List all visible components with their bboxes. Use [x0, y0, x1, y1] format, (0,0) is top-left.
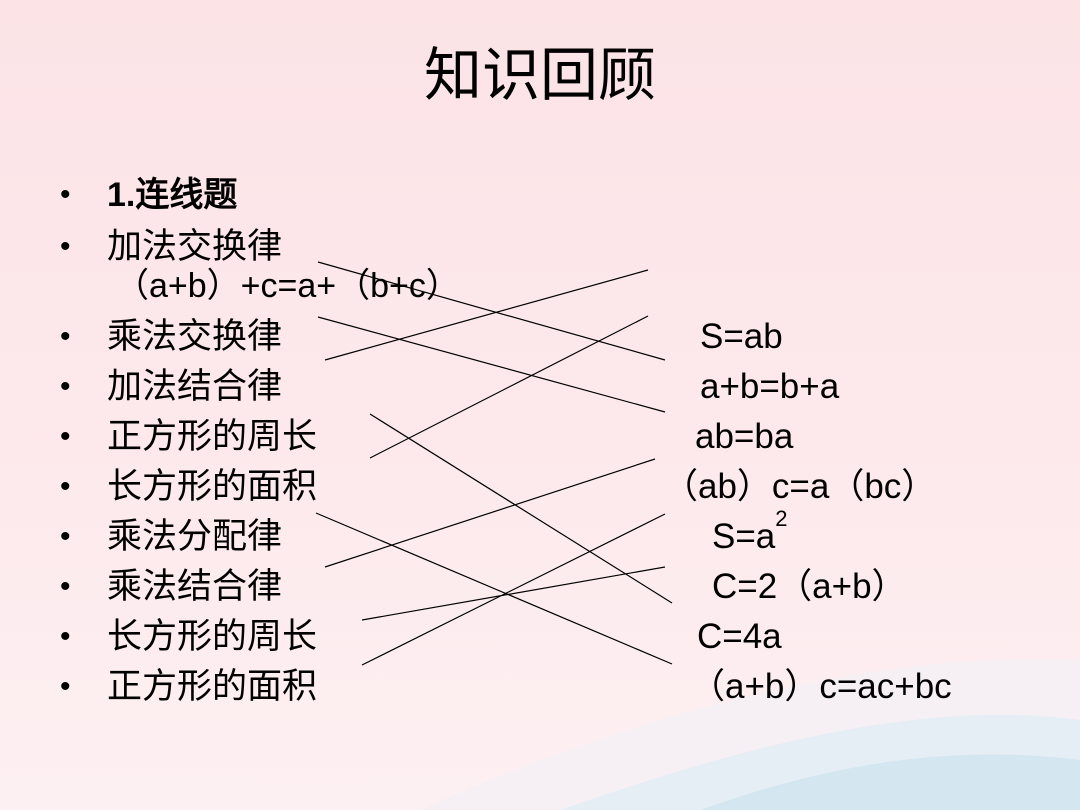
left-item[interactable]: 乘法结合律: [107, 567, 283, 607]
bullet: •: [60, 470, 71, 503]
connection-line: [317, 261, 666, 361]
right-formula[interactable]: S=ab: [700, 317, 783, 356]
connection-line: [324, 458, 656, 568]
bullet: •: [60, 620, 71, 653]
question-heading: 1.连线题: [107, 176, 238, 214]
formula-base: S=a: [712, 517, 776, 556]
bullet: •: [60, 670, 71, 703]
left-item[interactable]: 加法交换律: [107, 227, 283, 267]
bullet: •: [60, 178, 71, 211]
left-item[interactable]: 长方形的面积: [107, 467, 318, 507]
right-formula[interactable]: （a+b）c=ac+bc: [690, 667, 952, 706]
right-formula[interactable]: C=2（a+b）: [712, 567, 907, 606]
right-formula[interactable]: a+b=b+a: [700, 367, 840, 406]
left-item[interactable]: 正方形的面积: [107, 667, 318, 707]
bullet: •: [60, 520, 71, 553]
right-formula[interactable]: ab=ba: [695, 417, 794, 456]
left-item[interactable]: 乘法交换律: [107, 317, 283, 357]
left-item[interactable]: 正方形的周长: [107, 417, 318, 457]
connection-line: [369, 315, 649, 459]
connection-line: [369, 413, 673, 604]
bullet: •: [60, 320, 71, 353]
formula-exponent: 2: [775, 506, 788, 531]
bullet: •: [60, 370, 71, 403]
bullet: •: [60, 420, 71, 453]
connection-line: [324, 269, 649, 361]
right-formula[interactable]: （ab）c=a（bc）: [663, 467, 937, 506]
left-item[interactable]: 乘法分配律: [107, 517, 283, 557]
left-item[interactable]: 加法结合律: [107, 367, 283, 407]
right-formula[interactable]: S=a2: [712, 508, 788, 562]
right-formula[interactable]: C=4a: [697, 617, 782, 656]
bullet: •: [60, 570, 71, 603]
left-item[interactable]: 长方形的周长: [107, 617, 318, 657]
connection-line: [317, 316, 666, 413]
connection-line: [361, 513, 666, 666]
connection-line: [361, 566, 666, 621]
bullet: •: [60, 230, 71, 263]
connection-line: [315, 512, 673, 665]
slide-title: 知识回顾: [423, 41, 656, 109]
